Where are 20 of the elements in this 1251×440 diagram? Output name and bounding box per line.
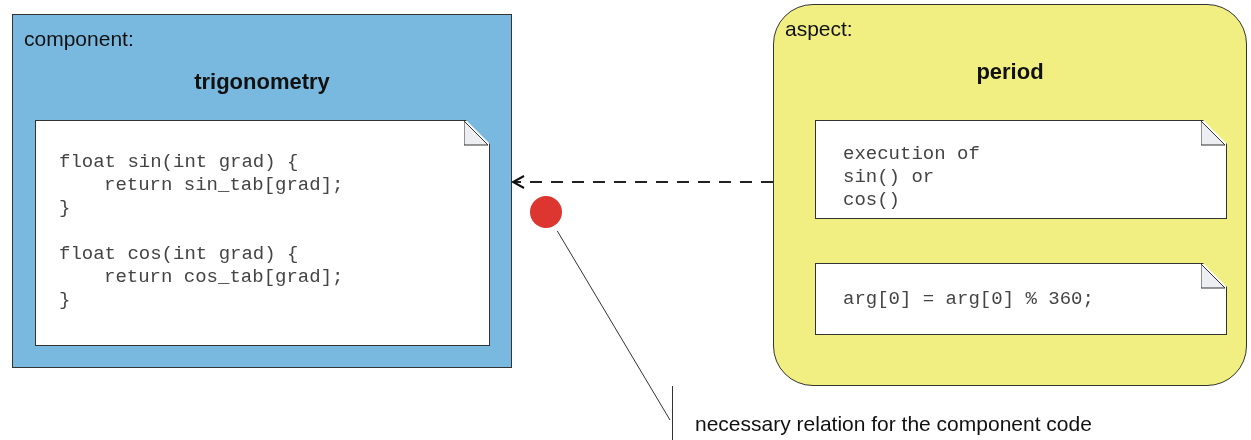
code-line: return sin_tab[grad]; [103, 174, 344, 197]
aspect-box [773, 4, 1247, 386]
stereotype-label: component: [24, 26, 134, 52]
code-line: float cos(int grad) { [59, 243, 300, 266]
code-line: return cos_tab[grad]; [103, 266, 344, 289]
code-line: execution of sin() or cos() [843, 143, 981, 212]
code-line: float sin(int grad) { [59, 151, 300, 174]
stereotype-label: aspect: [785, 16, 853, 42]
note-text: necessary relation for the component code [672, 386, 1232, 440]
code-line: arg[0] = arg[0] % 360; [843, 288, 1094, 311]
note-box [815, 120, 1227, 219]
component-box [12, 14, 512, 368]
code-line: } [59, 289, 72, 312]
code-line: } [59, 197, 72, 220]
leader-line [556, 230, 671, 421]
box-title: period [975, 58, 1045, 86]
dependency-arrow [512, 175, 774, 189]
box-title: trigonometry [193, 68, 331, 96]
note-box [815, 263, 1227, 335]
note-box [35, 120, 490, 346]
